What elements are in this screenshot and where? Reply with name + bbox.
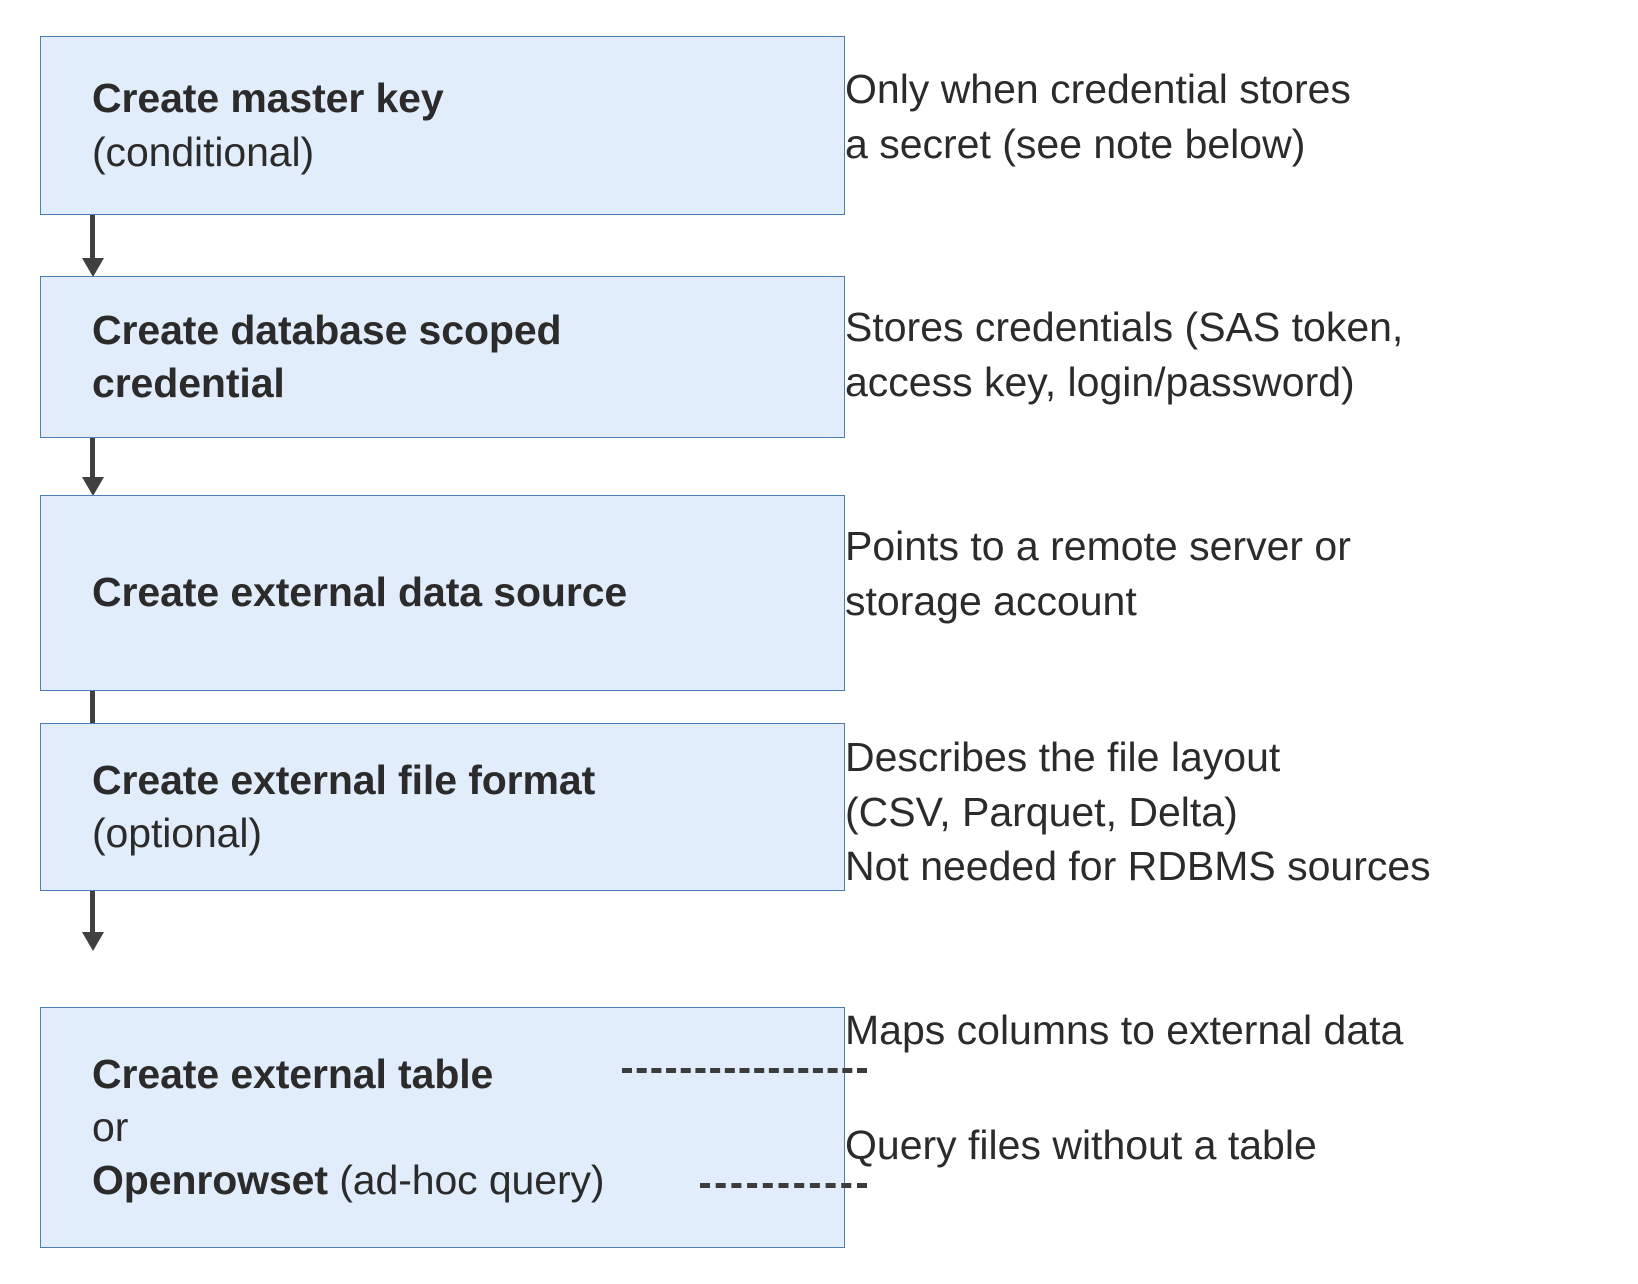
note-create-external-table: Maps columns to external data bbox=[845, 1003, 1403, 1058]
step-box-content: Create database scoped credential bbox=[41, 304, 844, 411]
note-line: Query files without a table bbox=[845, 1122, 1317, 1168]
step-box-create-master-key[interactable]: Create master key (conditional) bbox=[40, 36, 845, 215]
note-line: Describes the file layout bbox=[845, 734, 1281, 780]
note-line: (CSV, Parquet, Delta) bbox=[845, 788, 1238, 835]
arrow-connector-1 bbox=[82, 215, 104, 277]
step-box-content: Create external table or Openrowset (ad-… bbox=[41, 1048, 844, 1208]
step-subtitle: (conditional) bbox=[92, 128, 315, 175]
note-create-external-data-source: Points to a remote server or storage acc… bbox=[845, 519, 1351, 628]
note-line: storage account bbox=[845, 577, 1137, 624]
step-box-content: Create master key (conditional) bbox=[41, 72, 844, 179]
dashed-connector-external-table bbox=[622, 1068, 867, 1073]
step-title: Create external data source bbox=[92, 569, 628, 616]
step-box-content: Create external file format (optional) bbox=[41, 754, 844, 861]
step-title-continued: credential bbox=[92, 360, 285, 406]
step-title: Create master key bbox=[92, 75, 444, 122]
step-title: Create external file format bbox=[92, 756, 596, 803]
arrow-stem bbox=[90, 438, 95, 478]
step-box-create-external-data-source[interactable]: Create external data source bbox=[40, 495, 845, 691]
note-create-database-scoped-credential: Stores credentials (SAS token, access ke… bbox=[845, 300, 1403, 409]
arrow-stem bbox=[90, 215, 95, 259]
arrow-head-icon bbox=[82, 477, 104, 496]
note-line: a secret (see note below) bbox=[845, 120, 1306, 167]
step-alt-title: Openrowset (ad-hoc query) bbox=[92, 1154, 830, 1207]
step-separator: or bbox=[92, 1103, 129, 1150]
step-alt-title-qualifier: (ad-hoc query) bbox=[339, 1157, 605, 1204]
dashed-connector-openrowset bbox=[700, 1183, 867, 1188]
arrow-stem bbox=[90, 691, 95, 729]
note-line: Stores credentials (SAS token, bbox=[845, 304, 1404, 350]
step-box-create-external-file-format[interactable]: Create external file format (optional) bbox=[40, 723, 845, 891]
arrow-head-icon bbox=[82, 258, 104, 277]
step-box-create-database-scoped-credential[interactable]: Create database scoped credential bbox=[40, 276, 845, 438]
arrow-head-icon bbox=[82, 932, 104, 951]
step-box-content: Create external data source bbox=[41, 566, 844, 619]
arrow-connector-2 bbox=[82, 438, 104, 496]
step-alt-title-regular bbox=[328, 1157, 339, 1203]
step-subtitle: (optional) bbox=[92, 810, 262, 856]
arrow-connector-4 bbox=[82, 891, 104, 951]
step-title: Create database scoped bbox=[92, 306, 562, 353]
arrow-stem bbox=[90, 891, 95, 933]
step-title: Create external table bbox=[92, 1050, 494, 1097]
step-alt-title-bold: Openrowset bbox=[92, 1157, 328, 1204]
note-create-master-key: Only when credential stores a secret (se… bbox=[845, 62, 1351, 171]
note-line: Not needed for RDBMS sources bbox=[845, 843, 1431, 890]
note-line: Only when credential stores bbox=[845, 66, 1351, 112]
note-line: access key, login/password) bbox=[845, 358, 1355, 405]
note-create-external-file-format: Describes the file layout (CSV, Parquet,… bbox=[845, 730, 1431, 894]
note-line: Maps columns to external data bbox=[845, 1007, 1404, 1053]
note-line: Points to a remote server or bbox=[845, 523, 1351, 569]
note-openrowset: Query files without a table bbox=[845, 1118, 1317, 1173]
step-box-create-external-table-or-openrowset[interactable]: Create external table or Openrowset (ad-… bbox=[40, 1007, 845, 1248]
